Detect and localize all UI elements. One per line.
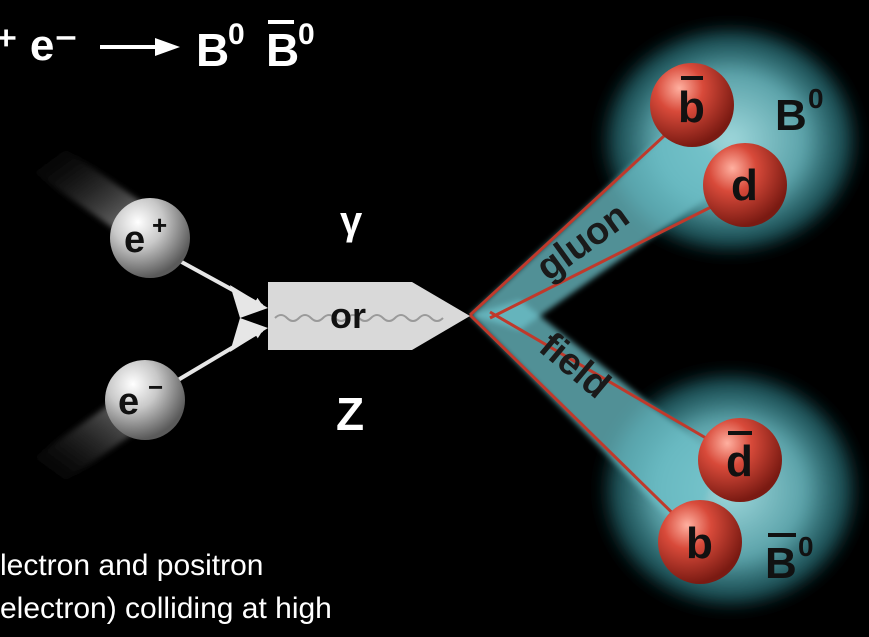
positron-symbol: e [124,219,145,261]
caption-line-1: lectron and positron [0,549,264,582]
quark-b: b [658,500,742,584]
b-bar-symbol: b [678,83,705,132]
lower-meson-symbol: B [765,539,797,588]
positron-charge: + [152,210,167,240]
gamma-label: γ [340,199,363,243]
wavy-propagator [274,314,444,322]
upper-meson-symbol: B [775,91,807,140]
equation-b0bar: B [266,24,299,76]
equation-b0: B [196,24,229,76]
meson-label-upper: B 0 [775,83,824,140]
lower-meson-sup: 0 [798,531,814,562]
or-label: or [330,295,366,336]
quark-d: d [703,143,787,227]
reaction-equation: e⁺ e⁻ B 0 B 0 [0,18,315,76]
d-symbol: d [731,161,758,210]
quark-b-bar: b [650,63,734,147]
quark-d-bar: d [698,418,782,502]
electron-sphere: e − [105,360,185,440]
gluon-field-beams [470,120,740,540]
z-label: Z [336,388,364,440]
positron-sphere: e + [110,198,190,278]
equation-arrow-head [155,38,180,56]
positron-arrowhead [230,285,268,318]
gluon-lines [468,110,746,542]
b-symbol: b [686,519,713,568]
equation-left: e⁺ e⁻ [0,21,78,70]
mediator-box: or [268,282,470,350]
d-bar-symbol: d [726,437,753,486]
upper-meson-sup: 0 [808,83,824,114]
meson-label-lower: B 0 [765,531,814,588]
equation-b0bar-sup: 0 [298,18,315,51]
electron-charge: − [148,372,163,402]
electron-arrowhead [230,318,268,352]
electron-symbol: e [118,381,139,423]
caption-line-2: electron) colliding at high [0,592,332,625]
equation-b0-sup: 0 [228,18,245,51]
